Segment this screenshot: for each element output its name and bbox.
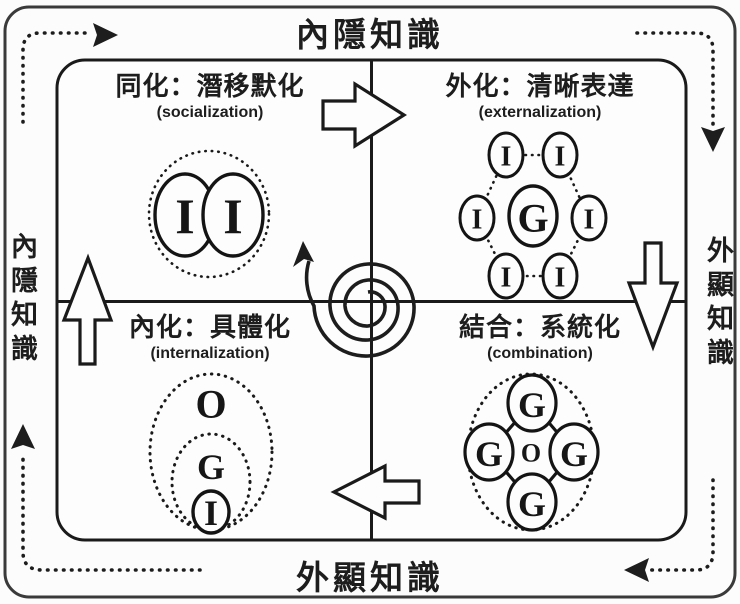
combination-ring-letter: G xyxy=(475,434,503,474)
socialization-title: 同化：潛移默化 xyxy=(115,71,305,101)
cycle-arrowhead-down-icon xyxy=(701,127,725,152)
socialization-title-block: 同化：潛移默化 (socialization) xyxy=(85,66,335,122)
flow-arrow-up-icon xyxy=(61,253,114,366)
edge-label-right: 外顯知識 xyxy=(703,236,733,372)
externalization-subtitle: (externalization) xyxy=(478,104,602,121)
edge-label-top: 內隱知識 xyxy=(296,16,444,53)
internalization-subtitle: (internalization) xyxy=(150,345,270,362)
combination-ring-letter: G xyxy=(518,484,546,524)
externalization-ring-letter: I xyxy=(472,205,483,236)
combination-title: 結合：系統化 xyxy=(458,312,621,342)
flow-arrow-left-icon xyxy=(330,463,421,521)
combination-ring-letter: G xyxy=(518,385,546,425)
externalization-ring-letter: I xyxy=(501,263,512,294)
cycle-arrowhead-left-icon xyxy=(624,558,649,582)
flow-arrow-down-icon xyxy=(626,241,680,352)
combination-ring-letter: G xyxy=(560,434,588,474)
internalization-outer-letter: O xyxy=(195,382,226,427)
internalization-title: 內化：具體化 xyxy=(128,312,291,342)
externalization-ring-letter: I xyxy=(555,263,566,294)
internalization-dotted-ellipses xyxy=(148,372,274,532)
edge-label-left: 內隱知識 xyxy=(7,232,37,368)
externalization-ring-letter: I xyxy=(555,142,566,173)
flow-arrow-right-icon xyxy=(321,81,407,149)
externalization-ring-letter: I xyxy=(501,142,512,173)
socialization-circles xyxy=(153,172,265,258)
combination-circles xyxy=(463,373,600,532)
cycle-arrowhead-right-icon xyxy=(93,23,118,47)
internalization-title-block: 內化：具體化 (internalization) xyxy=(90,307,330,363)
socialization-subtitle: (socialization) xyxy=(156,104,264,121)
combination-center-letter: O xyxy=(521,439,541,468)
combination-title-block: 結合：系統化 (combination) xyxy=(420,307,660,363)
internalization-middle-letter: G xyxy=(197,447,225,487)
dotted-cycle-paths xyxy=(21,31,715,572)
externalization-title-block: 外化：清晰表達 (externalization) xyxy=(415,66,665,122)
socialization-letter: I xyxy=(223,188,242,244)
externalization-circles xyxy=(458,131,608,300)
cycle-arrowhead-up-icon xyxy=(11,424,35,449)
externalization-center-letter: G xyxy=(517,196,548,241)
spiral-arrowhead-icon xyxy=(293,241,314,267)
edge-label-bottom: 外顯知識 xyxy=(296,559,444,596)
knowledge-spiral xyxy=(304,260,416,358)
externalization-ring-letter: I xyxy=(584,205,595,236)
externalization-title: 外化：清晰表達 xyxy=(445,71,635,101)
internalization-inner-circle xyxy=(191,489,231,535)
outer-frame xyxy=(3,5,737,599)
internalization-inner-letter: I xyxy=(204,493,218,533)
socialization-dotted-ellipse xyxy=(147,149,271,279)
socialization-letter: I xyxy=(175,188,194,244)
combination-subtitle: (combination) xyxy=(487,345,593,362)
